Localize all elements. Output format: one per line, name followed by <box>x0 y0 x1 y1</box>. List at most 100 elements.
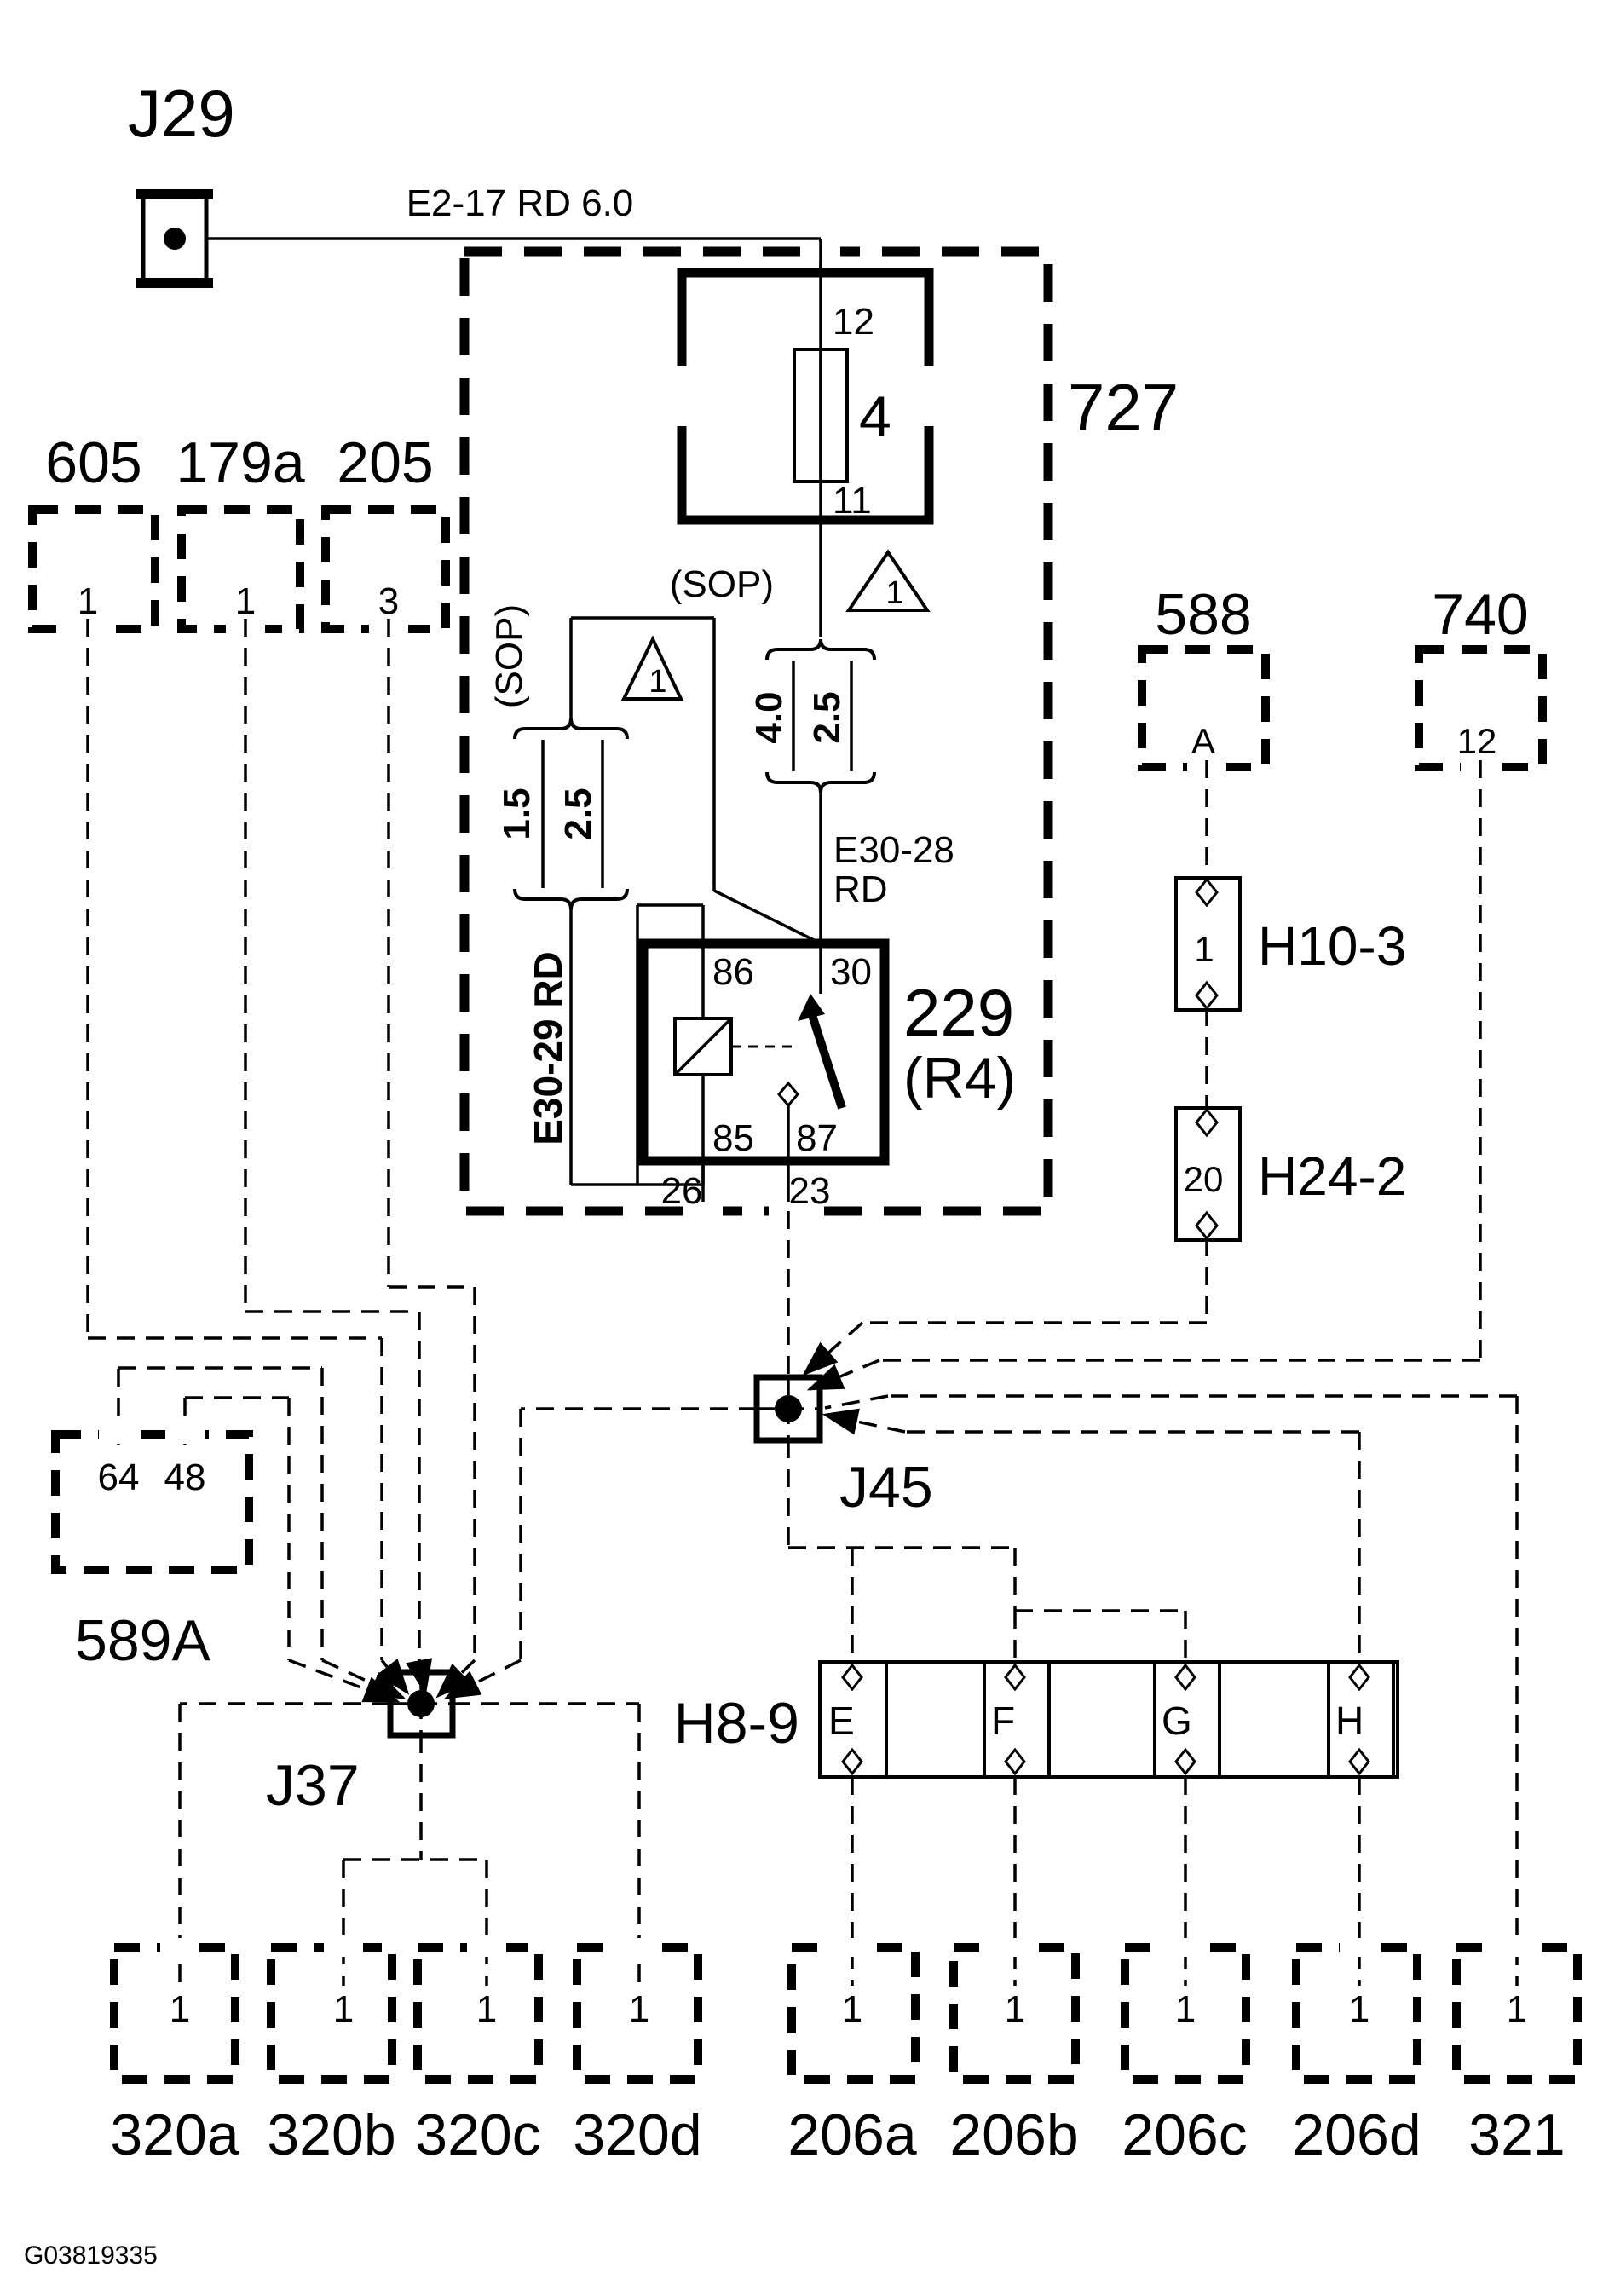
h8-9-pin-f: F <box>991 1699 1015 1743</box>
connector-589a-pin64: 64 <box>98 1457 140 1498</box>
h8-9-pin-g: G <box>1162 1699 1192 1743</box>
relay-pin-86: 86 <box>712 951 754 993</box>
connector-206d-pin: 1 <box>1349 1988 1369 2030</box>
connector-j29: J29 <box>128 76 235 288</box>
relay-id: 229 <box>903 975 1014 1050</box>
connector-206b: 1 206b <box>949 1938 1080 2167</box>
connector-206a-pin: 1 <box>842 1988 862 2030</box>
connector-h8-9: E F G H H8-9 <box>674 1660 1399 1779</box>
relay-229: 86 30 85 87 229 (R4) 26 23 <box>638 938 1016 1212</box>
wire-size-left-alt: 2.5 <box>557 787 599 839</box>
relay-pin-87: 87 <box>796 1117 838 1159</box>
connector-589a-label: 589A <box>75 1608 210 1673</box>
connector-320b: 1 320b <box>267 1938 396 2167</box>
j37-dot <box>407 1690 435 1717</box>
relay-name: (R4) <box>903 1046 1016 1111</box>
connector-589a-box <box>51 1430 253 1574</box>
relay-contact-87-diamond <box>777 1081 799 1108</box>
edge-pin-23: 23 <box>789 1170 831 1212</box>
connector-320a-pin: 1 <box>170 1988 190 2030</box>
h8-9-e-top-diamond <box>841 1663 863 1692</box>
relay-pin-30: 30 <box>830 951 872 993</box>
h8-9-g-bottom-diamond <box>1174 1747 1196 1776</box>
connector-205: 205 3 <box>321 430 450 638</box>
connector-205-label: 205 <box>337 430 433 495</box>
connector-206a-label: 206a <box>787 2103 916 2167</box>
connector-179a-box <box>177 505 304 633</box>
wire-label-e30-28: E30-28 <box>833 829 954 871</box>
connector-206a: 1 206a <box>787 1938 920 2167</box>
h24-2-bottom-diamond <box>1195 1210 1219 1241</box>
connector-206c: 1 206c <box>1121 1938 1250 2167</box>
sop-note-left: (SOP) <box>488 604 530 708</box>
connector-321-pin: 1 <box>1507 1988 1527 2030</box>
j45-dot <box>775 1395 802 1422</box>
connector-206d-label: 206d <box>1292 2103 1421 2167</box>
connector-206c-label: 206c <box>1122 2103 1247 2167</box>
connector-588-label: 588 <box>1155 582 1251 647</box>
h10-3-pin: 1 <box>1194 929 1214 969</box>
h8-9-f-top-diamond <box>1004 1663 1026 1692</box>
wire-label-e2-17: E2-17 RD 6.0 <box>407 182 634 224</box>
connector-320d-label: 320d <box>573 2103 701 2167</box>
connector-206d: 1 206d <box>1292 1938 1421 2167</box>
j29-terminal-dot <box>164 228 186 250</box>
h8-9-pin-h: H <box>1335 1699 1364 1743</box>
h24-2-label: H24-2 <box>1258 1145 1406 1207</box>
h8-9-h-bottom-diamond <box>1348 1747 1370 1776</box>
junction-j45: J45 <box>753 1374 933 1520</box>
h8-9-label: H8-9 <box>674 1691 799 1756</box>
connector-740: 740 12 <box>1415 582 1547 776</box>
relay-pin-85: 85 <box>712 1117 754 1159</box>
h8-9-g-top-diamond <box>1174 1663 1196 1692</box>
h10-3-bottom-diamond <box>1195 980 1219 1011</box>
h8-9-strip <box>818 1660 1399 1779</box>
wire-size-main-alt: 2.5 <box>806 691 848 743</box>
connector-605-pin: 1 <box>78 580 98 622</box>
h8-9-h-top-diamond <box>1348 1663 1370 1692</box>
figure-id: G03819335 <box>24 2241 158 2270</box>
component-727-label: 727 <box>1068 370 1179 445</box>
h24-2-pin: 20 <box>1184 1159 1224 1199</box>
j45-label: J45 <box>839 1455 933 1520</box>
fuse-number: 4 <box>859 384 891 449</box>
connector-206c-pin: 1 <box>1175 1988 1196 2030</box>
connector-320c-pin: 1 <box>476 1988 497 2030</box>
connector-179a-pin: 1 <box>235 580 256 622</box>
connector-320a-label: 320a <box>110 2103 239 2167</box>
wire-size-annotations: (SOP) 1 4.0 2.5 (SOP) 1 1.5 2.5 E30-29 R… <box>488 549 954 1145</box>
fuse-pin-12: 12 <box>833 301 874 343</box>
connector-589a: 64 48 589A <box>51 1425 253 1673</box>
relay-box <box>638 938 890 1166</box>
connector-179a: 179a 1 <box>176 430 305 638</box>
connector-205-pin: 3 <box>378 580 399 622</box>
junction-j37: J37 <box>266 1669 456 1818</box>
relay-switch-arrow <box>798 994 825 1021</box>
connector-320c-label: 320c <box>415 2103 540 2167</box>
footnote-triangle-main-number: 1 <box>885 575 903 611</box>
sop-note-main: (SOP) <box>670 563 774 605</box>
h10-3-top-diamond <box>1195 877 1219 908</box>
inline-connector-h10-3: 1 H10-3 <box>1174 876 1406 1012</box>
wire-size-main-std: 4.0 <box>748 691 790 743</box>
wire-label-e30-28-color: RD <box>833 868 888 910</box>
j37-label: J37 <box>266 1753 360 1818</box>
edge-pin-26: 26 <box>661 1170 703 1212</box>
connector-740-pin: 12 <box>1457 721 1497 761</box>
h24-2-top-diamond <box>1195 1107 1219 1138</box>
connector-605-label: 605 <box>45 430 141 495</box>
connector-740-label: 740 <box>1432 582 1528 647</box>
connector-320a: 1 320a <box>110 1938 239 2167</box>
relay-switch-blade <box>807 1011 846 1110</box>
connector-588: 588 A <box>1138 582 1270 776</box>
connector-206b-pin: 1 <box>1005 1988 1025 2030</box>
connector-320b-box <box>267 1943 396 2084</box>
fuse-pin-11: 11 <box>833 480 872 522</box>
connector-321-label: 321 <box>1468 2103 1565 2167</box>
connector-588-pin: A <box>1191 721 1215 761</box>
footnote-triangle-main <box>845 549 931 612</box>
connector-320b-pin: 1 <box>333 1988 354 2030</box>
h8-9-e-bottom-diamond <box>841 1747 863 1776</box>
